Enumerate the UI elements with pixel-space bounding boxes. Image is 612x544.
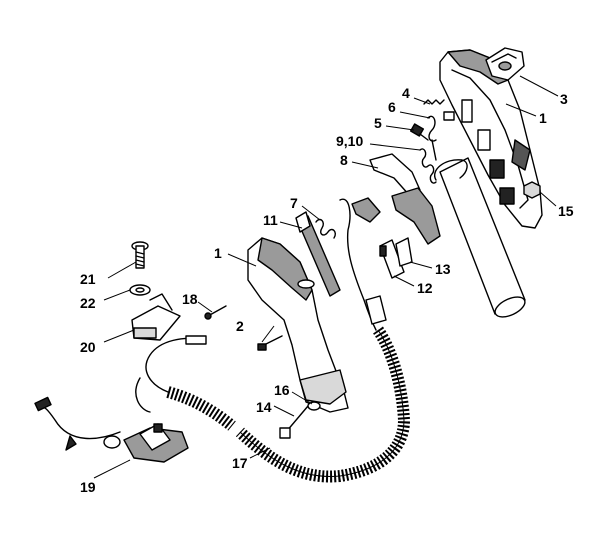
small-springs <box>423 99 455 142</box>
callout-8: 8 <box>340 152 348 168</box>
callout-6: 6 <box>388 99 396 115</box>
callout-20: 20 <box>80 339 96 355</box>
screw-2 <box>257 335 283 351</box>
spring-9-10 <box>419 139 437 184</box>
callout-14: 14 <box>256 399 272 415</box>
washer-16 <box>307 401 321 411</box>
callout-15: 15 <box>558 203 574 219</box>
callout-3: 3 <box>560 91 568 107</box>
callout-19: 19 <box>80 479 96 495</box>
conduit-left <box>166 386 236 431</box>
callout-16: 16 <box>274 382 290 398</box>
callout-13: 13 <box>435 261 451 277</box>
pin-18 <box>204 305 227 320</box>
leader-lines <box>93 75 559 479</box>
callout-7: 7 <box>290 195 298 211</box>
callout-12: 12 <box>417 280 433 296</box>
callout-5: 5 <box>374 115 382 131</box>
screw-21 <box>131 241 149 269</box>
callout-2: 2 <box>236 318 244 334</box>
nut-part <box>523 181 541 199</box>
callout-11: 11 <box>263 212 278 228</box>
trigger-8 <box>369 153 441 245</box>
blocks-12-13 <box>379 237 413 279</box>
spring-7 <box>315 218 337 239</box>
handle-housing <box>247 237 349 413</box>
screw-5 <box>409 123 429 141</box>
callout-17: 17 <box>232 455 248 471</box>
bracket-20 <box>131 293 181 341</box>
callout-9-10: 9,10 <box>336 133 364 149</box>
conduit-right <box>235 326 411 483</box>
callout-21: 21 <box>80 271 96 287</box>
callout-22: 22 <box>80 295 96 311</box>
switch-19 <box>103 423 189 463</box>
callout-1-top: 1 <box>539 110 547 126</box>
wire-harness <box>34 335 207 451</box>
callout-18: 18 <box>182 291 198 307</box>
tube <box>434 157 526 318</box>
cable-upper <box>339 197 387 331</box>
callout-4: 4 <box>402 85 410 101</box>
callout-1-left: 1 <box>214 245 222 261</box>
knob-part <box>485 47 525 81</box>
housing-half-top <box>439 49 543 229</box>
screw-14 <box>279 405 309 439</box>
washer-22 <box>129 284 151 296</box>
